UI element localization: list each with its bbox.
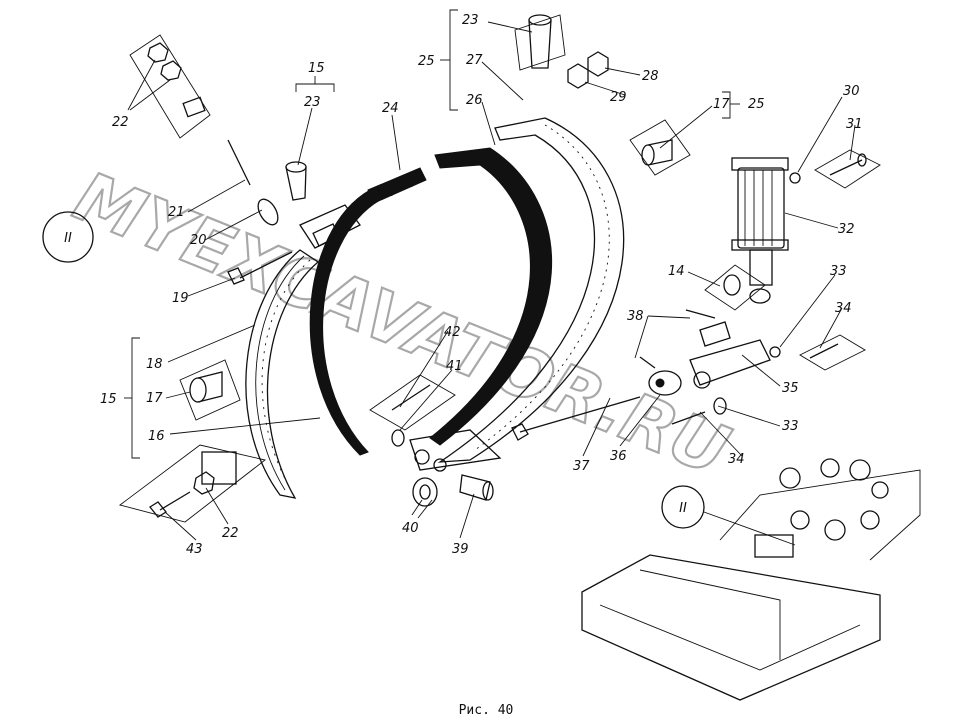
- callout-16: 16: [148, 429, 165, 444]
- inset-marker-ii: II: [661, 485, 796, 546]
- callout-43: 43: [186, 542, 203, 557]
- callout-29: 29: [610, 90, 627, 105]
- washer-14: [704, 264, 766, 311]
- callout-17-top: 17: [713, 97, 730, 112]
- callout-22-bottom: 22: [222, 526, 239, 541]
- callout-37: 37: [573, 459, 590, 474]
- plate-22-bolt-43: [118, 444, 267, 523]
- callout-42: 42: [444, 325, 461, 340]
- svg-text:II: II: [64, 231, 72, 246]
- svg-text:II: II: [679, 501, 687, 516]
- callout-20: 20: [190, 233, 207, 248]
- callout-14: 14: [668, 264, 685, 279]
- callout-38: 38: [627, 309, 644, 324]
- watermark-text: MYEXCAVATOR.RU: [64, 158, 740, 492]
- callout-26: 26: [466, 93, 483, 108]
- callout-30: 30: [843, 84, 860, 99]
- bracket-15-top: [295, 76, 335, 92]
- bushing-17-left: [179, 359, 241, 421]
- figure-caption: Рис. 40: [459, 703, 514, 718]
- hydraulic-cylinder-32: [731, 157, 789, 304]
- brake-lining-16: [309, 189, 381, 456]
- callout-33-bottom: 33: [782, 419, 799, 434]
- callout-34-top: 34: [835, 301, 852, 316]
- bracket-15-left: [124, 337, 140, 459]
- callout-41: 41: [446, 359, 463, 374]
- screw-31: [789, 149, 881, 189]
- callout-25-top: 25: [418, 54, 435, 69]
- inset-machine-frame: [581, 458, 921, 701]
- callout-36: 36: [610, 449, 627, 464]
- callout-19: 19: [172, 291, 189, 306]
- sleeve-17-top: [629, 119, 691, 176]
- nut-40: [412, 477, 438, 507]
- watermark: MYEXCAVATOR.RU: [63, 156, 741, 492]
- callout-23-left: 23: [304, 95, 321, 110]
- nuts-28-29: [567, 51, 609, 89]
- callout-34-bottom: 34: [728, 452, 745, 467]
- callout-23-top: 23: [462, 13, 479, 28]
- leader-lines: [127, 21, 856, 541]
- sleeve-23-top: [514, 14, 566, 71]
- callout-15-left: 15: [100, 392, 117, 407]
- brake-lining-26: [429, 147, 553, 446]
- callout-32: 32: [838, 222, 855, 237]
- callout-40: 40: [402, 521, 419, 536]
- callout-39: 39: [452, 542, 469, 557]
- callout-17-left: 17: [146, 391, 163, 406]
- callout-labels: 22 15 23 24 23 25 27 26 28 29 17 25 30 3…: [100, 13, 863, 557]
- bracket-25-right: [722, 91, 740, 119]
- brake-band-18: [245, 249, 320, 499]
- callout-21: 21: [168, 205, 185, 220]
- callout-35: 35: [782, 381, 799, 396]
- screw-33-34: [671, 334, 866, 425]
- sleeve-23-left: [285, 161, 307, 201]
- spring-24: [367, 167, 427, 204]
- pin-39: [459, 474, 494, 501]
- callout-33-top: 33: [830, 264, 847, 279]
- callout-22-top: 22: [112, 115, 129, 130]
- callout-15-top: 15: [308, 61, 325, 76]
- callout-31: 31: [846, 117, 863, 132]
- bracket-25-top: [440, 9, 458, 111]
- callout-18: 18: [146, 357, 163, 372]
- brake-band-25: [409, 117, 625, 472]
- bolt-42: [369, 374, 456, 447]
- callout-25-right: 25: [748, 97, 765, 112]
- callout-27: 27: [466, 53, 483, 68]
- nut-group-22-top: [129, 34, 211, 139]
- lever-35: [639, 309, 771, 396]
- rod-37: [511, 396, 641, 441]
- view-marker-ii: II: [42, 211, 94, 263]
- spring-20-21: [227, 139, 361, 249]
- callout-28: 28: [642, 69, 659, 84]
- bolt-19: [227, 251, 293, 285]
- callout-24: 24: [382, 101, 399, 116]
